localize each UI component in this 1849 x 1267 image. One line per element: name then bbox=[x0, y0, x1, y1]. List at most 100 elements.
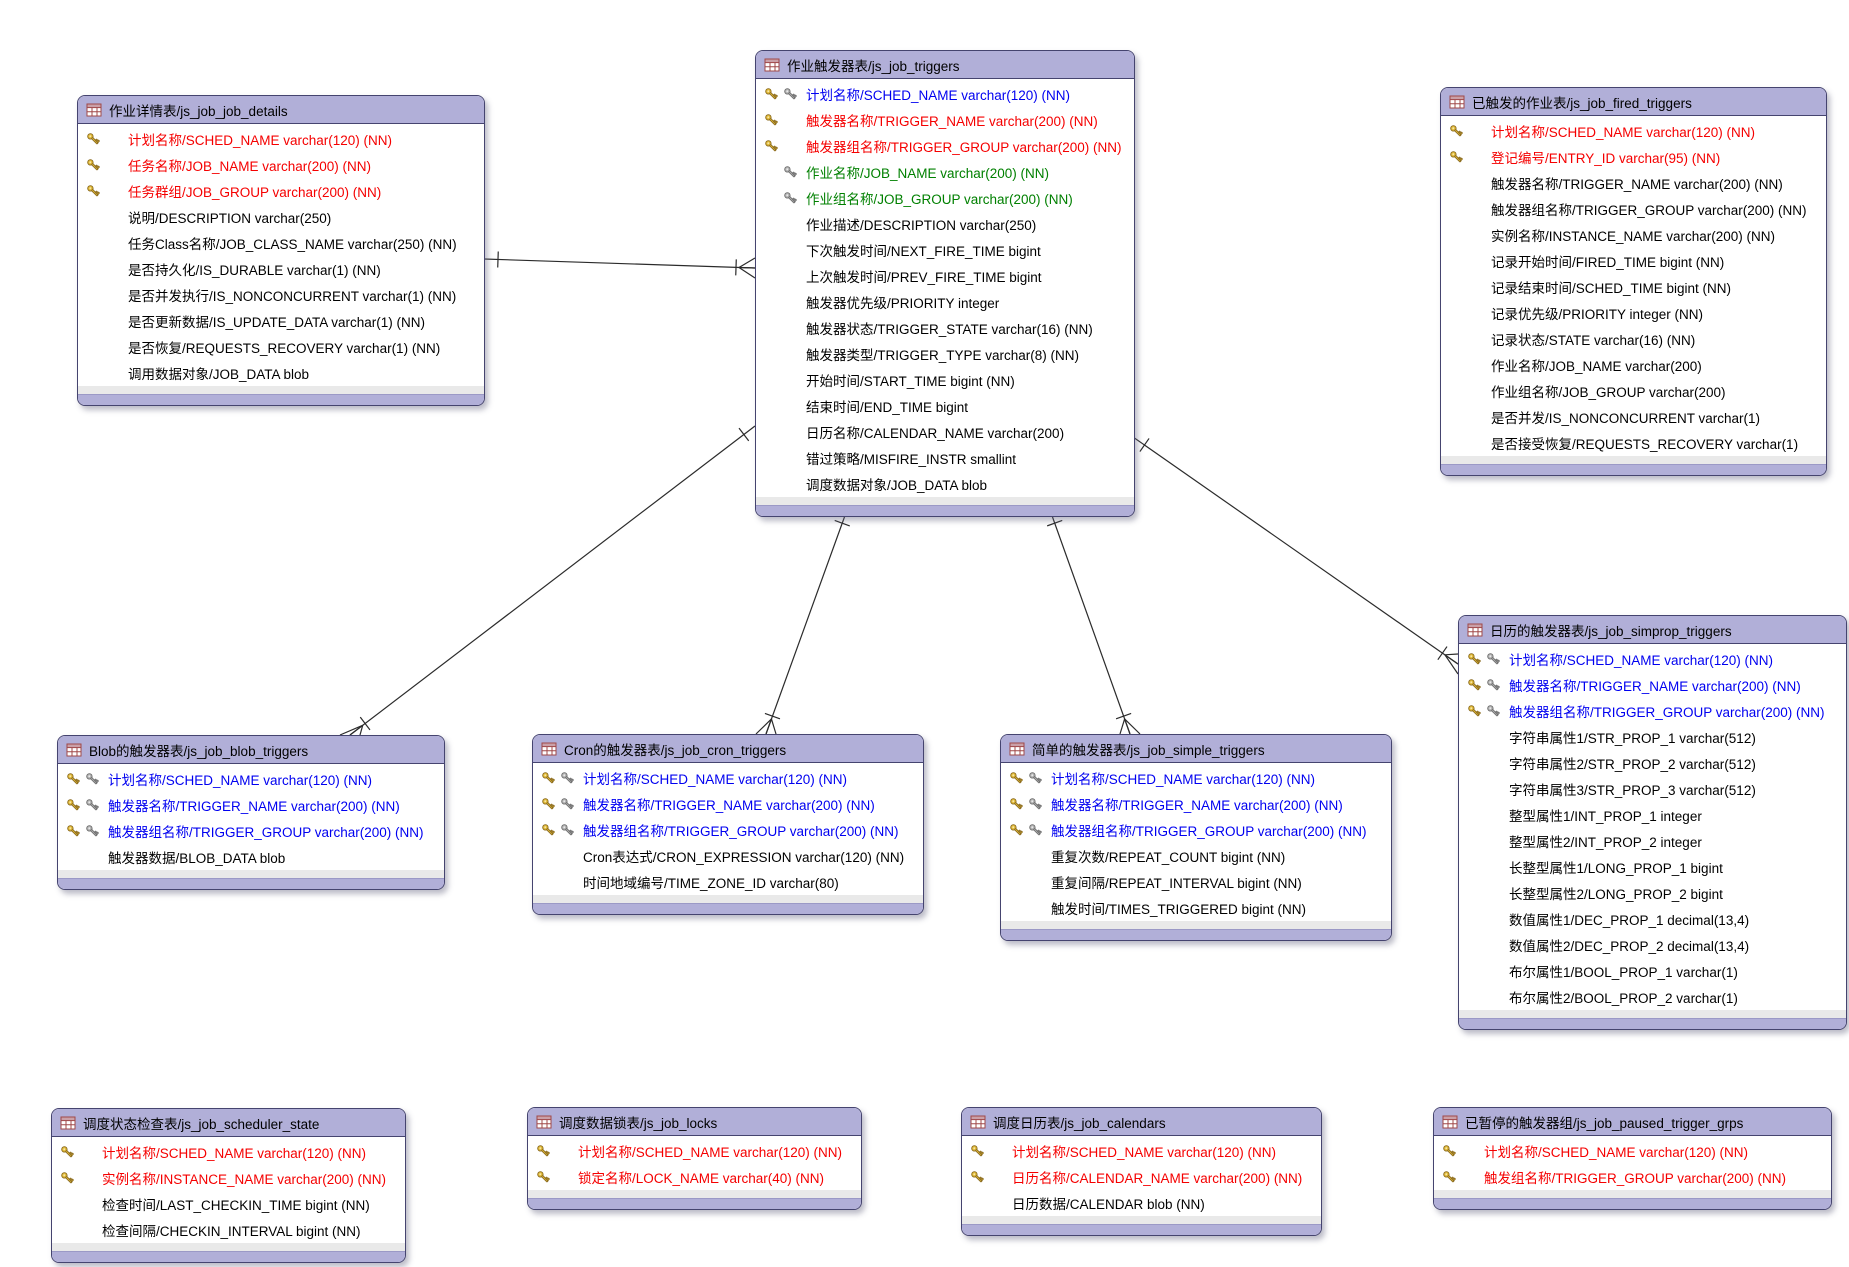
column-row[interactable]: 下次触发时间/NEXT_FIRE_TIME bigint bbox=[756, 237, 1134, 263]
column-row[interactable]: 计划名称/SCHED_NAME varchar(120) (NN) bbox=[52, 1139, 405, 1165]
table-header[interactable]: 作业触发器表/js_job_triggers bbox=[756, 51, 1134, 79]
column-row[interactable]: 触发器名称/TRIGGER_NAME varchar(200) (NN) bbox=[1001, 791, 1391, 817]
table-js_job_triggers[interactable]: 作业触发器表/js_job_triggers 计划名称/SCHED_NAME v… bbox=[755, 50, 1135, 517]
column-row[interactable]: 触发器名称/TRIGGER_NAME varchar(200) (NN) bbox=[756, 107, 1134, 133]
table-js_job_paused_trigger_grps[interactable]: 已暂停的触发器组/js_job_paused_trigger_grps 计划名称… bbox=[1433, 1107, 1832, 1210]
table-js_job_blob_triggers[interactable]: Blob的触发器表/js_job_blob_triggers 计划名称/SCHE… bbox=[57, 735, 445, 890]
column-row[interactable]: 任务名称/JOB_NAME varchar(200) (NN) bbox=[78, 152, 484, 178]
column-row[interactable]: 布尔属性1/BOOL_PROP_1 varchar(1) bbox=[1459, 958, 1846, 984]
column-row[interactable]: 记录结束时间/SCHED_TIME bigint (NN) bbox=[1441, 274, 1826, 300]
column-row[interactable]: 锁定名称/LOCK_NAME varchar(40) (NN) bbox=[528, 1164, 861, 1190]
column-row[interactable]: 是否持久化/IS_DURABLE varchar(1) (NN) bbox=[78, 256, 484, 282]
column-row[interactable]: 字符串属性2/STR_PROP_2 varchar(512) bbox=[1459, 750, 1846, 776]
column-row[interactable]: 长整型属性1/LONG_PROP_1 bigint bbox=[1459, 854, 1846, 880]
column-row[interactable]: 触发器状态/TRIGGER_STATE varchar(16) (NN) bbox=[756, 315, 1134, 341]
column-row[interactable]: 时间地域编号/TIME_ZONE_ID varchar(80) bbox=[533, 869, 923, 895]
column-row[interactable]: 触发器组名称/TRIGGER_GROUP varchar(200) (NN) bbox=[533, 817, 923, 843]
column-row[interactable]: 日历名称/CALENDAR_NAME varchar(200) (NN) bbox=[962, 1164, 1321, 1190]
column-row[interactable]: 触发器组名称/TRIGGER_GROUP varchar(200) (NN) bbox=[1001, 817, 1391, 843]
column-row[interactable]: 触发器优先级/PRIORITY integer bbox=[756, 289, 1134, 315]
column-row[interactable]: 计划名称/SCHED_NAME varchar(120) (NN) bbox=[756, 81, 1134, 107]
column-row[interactable]: 日历数据/CALENDAR blob (NN) bbox=[962, 1190, 1321, 1216]
column-row[interactable]: 触发组名称/TRIGGER_GROUP varchar(200) (NN) bbox=[1434, 1164, 1831, 1190]
column-row[interactable]: 整型属性1/INT_PROP_1 integer bbox=[1459, 802, 1846, 828]
column-row[interactable]: 任务群组/JOB_GROUP varchar(200) (NN) bbox=[78, 178, 484, 204]
table-header[interactable]: 作业详情表/js_job_job_details bbox=[78, 96, 484, 124]
column-row[interactable]: 触发时间/TIMES_TRIGGERED bigint (NN) bbox=[1001, 895, 1391, 921]
column-row[interactable]: 作业描述/DESCRIPTION varchar(250) bbox=[756, 211, 1134, 237]
column-row[interactable]: 长整型属性2/LONG_PROP_2 bigint bbox=[1459, 880, 1846, 906]
column-row[interactable]: 数值属性1/DEC_PROP_1 decimal(13,4) bbox=[1459, 906, 1846, 932]
column-row[interactable]: 触发器类型/TRIGGER_TYPE varchar(8) (NN) bbox=[756, 341, 1134, 367]
table-js_job_calendars[interactable]: 调度日历表/js_job_calendars 计划名称/SCHED_NAME v… bbox=[961, 1107, 1322, 1236]
column-row[interactable]: 上次触发时间/PREV_FIRE_TIME bigint bbox=[756, 263, 1134, 289]
column-row[interactable]: 结束时间/END_TIME bigint bbox=[756, 393, 1134, 419]
column-row[interactable]: 触发器名称/TRIGGER_NAME varchar(200) (NN) bbox=[1459, 672, 1846, 698]
column-row[interactable]: 作业组名称/JOB_GROUP varchar(200) bbox=[1441, 378, 1826, 404]
column-row[interactable]: 计划名称/SCHED_NAME varchar(120) (NN) bbox=[528, 1138, 861, 1164]
table-header[interactable]: 调度数据锁表/js_job_locks bbox=[528, 1108, 861, 1136]
column-row[interactable]: 是否更新数据/IS_UPDATE_DATA varchar(1) (NN) bbox=[78, 308, 484, 334]
table-header[interactable]: 简单的触发器表/js_job_simple_triggers bbox=[1001, 735, 1391, 763]
table-header[interactable]: Blob的触发器表/js_job_blob_triggers bbox=[58, 736, 444, 764]
table-header[interactable]: 已触发的作业表/js_job_fired_triggers bbox=[1441, 88, 1826, 116]
column-row[interactable]: 实例名称/INSTANCE_NAME varchar(200) (NN) bbox=[52, 1165, 405, 1191]
column-row[interactable]: 数值属性2/DEC_PROP_2 decimal(13,4) bbox=[1459, 932, 1846, 958]
column-row[interactable]: 调用数据对象/JOB_DATA blob bbox=[78, 360, 484, 386]
table-header[interactable]: 调度状态检查表/js_job_scheduler_state bbox=[52, 1109, 405, 1137]
column-row[interactable]: 触发器名称/TRIGGER_NAME varchar(200) (NN) bbox=[58, 792, 444, 818]
column-row[interactable]: 计划名称/SCHED_NAME varchar(120) (NN) bbox=[78, 126, 484, 152]
column-row[interactable]: 计划名称/SCHED_NAME varchar(120) (NN) bbox=[1001, 765, 1391, 791]
table-js_job_cron_triggers[interactable]: Cron的触发器表/js_job_cron_triggers 计划名称/SCHE… bbox=[532, 734, 924, 915]
column-row[interactable]: 记录优先级/PRIORITY integer (NN) bbox=[1441, 300, 1826, 326]
column-row[interactable]: 是否并发执行/IS_NONCONCURRENT varchar(1) (NN) bbox=[78, 282, 484, 308]
column-row[interactable]: 字符串属性3/STR_PROP_3 varchar(512) bbox=[1459, 776, 1846, 802]
table-js_job_job_details[interactable]: 作业详情表/js_job_job_details 计划名称/SCHED_NAME… bbox=[77, 95, 485, 406]
column-row[interactable]: 触发器组名称/TRIGGER_GROUP varchar(200) (NN) bbox=[58, 818, 444, 844]
table-header[interactable]: 调度日历表/js_job_calendars bbox=[962, 1108, 1321, 1136]
table-header[interactable]: 已暂停的触发器组/js_job_paused_trigger_grps bbox=[1434, 1108, 1831, 1136]
table-js_job_locks[interactable]: 调度数据锁表/js_job_locks 计划名称/SCHED_NAME varc… bbox=[527, 1107, 862, 1210]
column-row[interactable]: 实例名称/INSTANCE_NAME varchar(200) (NN) bbox=[1441, 222, 1826, 248]
column-row[interactable]: 触发器名称/TRIGGER_NAME varchar(200) (NN) bbox=[533, 791, 923, 817]
column-row[interactable]: 重复次数/REPEAT_COUNT bigint (NN) bbox=[1001, 843, 1391, 869]
column-row[interactable]: 作业名称/JOB_NAME varchar(200) (NN) bbox=[756, 159, 1134, 185]
column-row[interactable]: 计划名称/SCHED_NAME varchar(120) (NN) bbox=[533, 765, 923, 791]
column-row[interactable]: 记录状态/STATE varchar(16) (NN) bbox=[1441, 326, 1826, 352]
column-row[interactable]: 触发器数据/BLOB_DATA blob bbox=[58, 844, 444, 870]
column-row[interactable]: 错过策略/MISFIRE_INSTR smallint bbox=[756, 445, 1134, 471]
column-row[interactable]: 触发器组名称/TRIGGER_GROUP varchar(200) (NN) bbox=[1441, 196, 1826, 222]
column-row[interactable]: 开始时间/START_TIME bigint (NN) bbox=[756, 367, 1134, 393]
column-row[interactable]: 日历名称/CALENDAR_NAME varchar(200) bbox=[756, 419, 1134, 445]
table-header[interactable]: Cron的触发器表/js_job_cron_triggers bbox=[533, 735, 923, 763]
column-row[interactable]: Cron表达式/CRON_EXPRESSION varchar(120) (NN… bbox=[533, 843, 923, 869]
column-row[interactable]: 检查间隔/CHECKIN_INTERVAL bigint (NN) bbox=[52, 1217, 405, 1243]
table-js_job_fired_triggers[interactable]: 已触发的作业表/js_job_fired_triggers 计划名称/SCHED… bbox=[1440, 87, 1827, 476]
column-row[interactable]: 触发器组名称/TRIGGER_GROUP varchar(200) (NN) bbox=[756, 133, 1134, 159]
table-header[interactable]: 日历的触发器表/js_job_simprop_triggers bbox=[1459, 616, 1846, 644]
column-row[interactable]: 计划名称/SCHED_NAME varchar(120) (NN) bbox=[58, 766, 444, 792]
column-row[interactable]: 触发器名称/TRIGGER_NAME varchar(200) (NN) bbox=[1441, 170, 1826, 196]
column-row[interactable]: 是否接受恢复/REQUESTS_RECOVERY varchar(1) bbox=[1441, 430, 1826, 456]
column-row[interactable]: 重复间隔/REPEAT_INTERVAL bigint (NN) bbox=[1001, 869, 1391, 895]
table-js_job_scheduler_state[interactable]: 调度状态检查表/js_job_scheduler_state 计划名称/SCHE… bbox=[51, 1108, 406, 1263]
column-row[interactable]: 计划名称/SCHED_NAME varchar(120) (NN) bbox=[1459, 646, 1846, 672]
table-js_job_simple_triggers[interactable]: 简单的触发器表/js_job_simple_triggers 计划名称/SCHE… bbox=[1000, 734, 1392, 941]
column-row[interactable]: 记录开始时间/FIRED_TIME bigint (NN) bbox=[1441, 248, 1826, 274]
column-row[interactable]: 作业组名称/JOB_GROUP varchar(200) (NN) bbox=[756, 185, 1134, 211]
column-row[interactable]: 调度数据对象/JOB_DATA blob bbox=[756, 471, 1134, 497]
column-row[interactable]: 作业名称/JOB_NAME varchar(200) bbox=[1441, 352, 1826, 378]
column-row[interactable]: 计划名称/SCHED_NAME varchar(120) (NN) bbox=[1441, 118, 1826, 144]
table-js_job_simprop_triggers[interactable]: 日历的触发器表/js_job_simprop_triggers 计划名称/SCH… bbox=[1458, 615, 1847, 1030]
column-row[interactable]: 是否恢复/REQUESTS_RECOVERY varchar(1) (NN) bbox=[78, 334, 484, 360]
column-row[interactable]: 计划名称/SCHED_NAME varchar(120) (NN) bbox=[962, 1138, 1321, 1164]
column-row[interactable]: 检查时间/LAST_CHECKIN_TIME bigint (NN) bbox=[52, 1191, 405, 1217]
column-row[interactable]: 登记编号/ENTRY_ID varchar(95) (NN) bbox=[1441, 144, 1826, 170]
column-row[interactable]: 任务Class名称/JOB_CLASS_NAME varchar(250) (N… bbox=[78, 230, 484, 256]
column-row[interactable]: 触发器组名称/TRIGGER_GROUP varchar(200) (NN) bbox=[1459, 698, 1846, 724]
column-row[interactable]: 说明/DESCRIPTION varchar(250) bbox=[78, 204, 484, 230]
column-row[interactable]: 整型属性2/INT_PROP_2 integer bbox=[1459, 828, 1846, 854]
column-row[interactable]: 计划名称/SCHED_NAME varchar(120) (NN) bbox=[1434, 1138, 1831, 1164]
column-row[interactable]: 布尔属性2/BOOL_PROP_2 varchar(1) bbox=[1459, 984, 1846, 1010]
column-row[interactable]: 字符串属性1/STR_PROP_1 varchar(512) bbox=[1459, 724, 1846, 750]
